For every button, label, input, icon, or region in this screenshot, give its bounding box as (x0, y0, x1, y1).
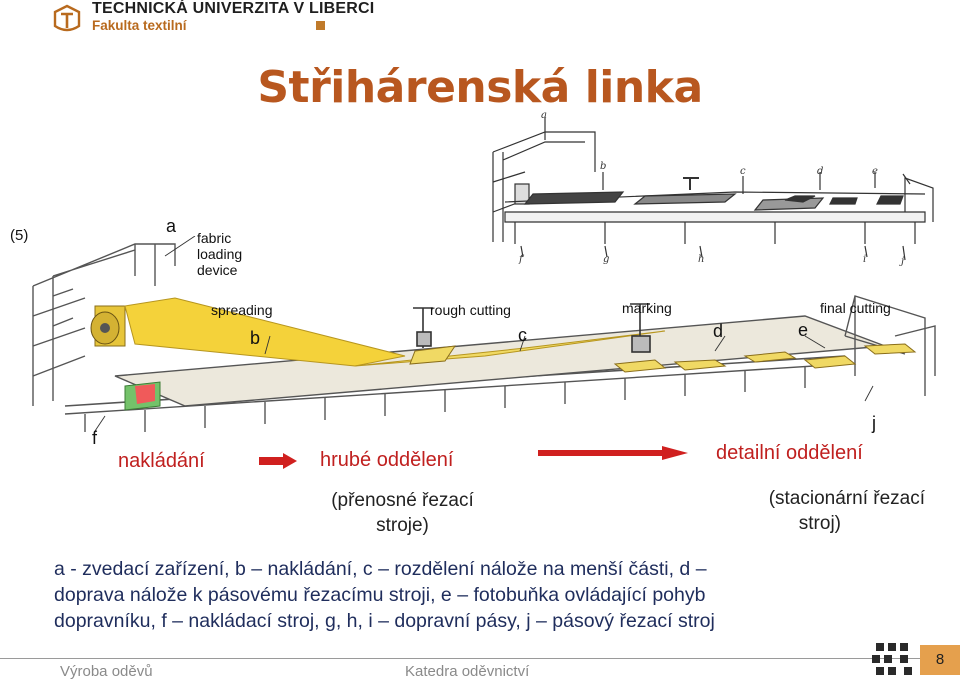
faculty-name: Fakulta textilní (92, 18, 187, 33)
label-f: f (92, 428, 98, 448)
page-number: 8 (920, 645, 960, 675)
small-label-i: i (863, 254, 866, 265)
small-label-b: b (600, 161, 606, 172)
fld-line-2: loading (197, 246, 243, 262)
spreading-label: spreading (211, 302, 273, 318)
small-line-diagram: a b c d e f g h i j (492, 112, 934, 267)
small-label-a: a (541, 112, 547, 121)
university-name: TECHNICKÁ UNIVERZITA V LIBERCI (92, 0, 375, 17)
small-label-e: e (872, 166, 878, 177)
header-square-icon (316, 21, 325, 30)
label-b: b (250, 328, 261, 348)
small-label-f: f (518, 254, 525, 265)
detail-note-line-1: (stacionární řezací (768, 488, 925, 509)
fld-line-1: fabric (197, 230, 232, 246)
small-label-h: h (698, 254, 704, 265)
stage-detail: detailní oddělení (716, 442, 863, 464)
label-j: j (872, 413, 876, 433)
footer-center: Katedra oděvnictví (405, 663, 530, 680)
rough-note-line-1: (přenosné řezací (331, 490, 474, 511)
cutting-line-illustration (32, 236, 936, 432)
stage-loading: nakládání (118, 450, 205, 472)
footer-grid-icon (872, 643, 912, 675)
footer-left: Výroba oděvů (60, 663, 153, 680)
marking-label: marking (622, 300, 672, 316)
arrow-right-icon (259, 453, 297, 469)
stage-rough: hrubé oddělení (320, 449, 454, 471)
figure-reference: (5) (10, 227, 29, 244)
small-label-g: g (603, 254, 609, 265)
fabric-loading-device-label: fabric loading device (197, 230, 242, 278)
university-logo-icon (53, 4, 81, 32)
legend-line-1: a - zvedací zařízení, b – nakládání, c –… (54, 558, 707, 580)
detail-note: (stacionární řezací stroj) (700, 486, 925, 536)
long-arrow-right-icon (538, 446, 688, 460)
rough-cutting-label: rough cutting (430, 302, 511, 318)
legend-line-2: doprava nálože k pásovému řezacímu stroj… (54, 584, 706, 606)
rough-note-line-2: stroje) (376, 515, 429, 536)
label-d: d (713, 321, 724, 341)
final-cutting-label: final cutting (820, 300, 891, 316)
rough-note: (přenosné řezací stroje) (300, 488, 505, 538)
legend-text: a - zvedací zařízení, b – nakládání, c –… (54, 556, 934, 634)
page-title: Střihárenská linka (257, 62, 703, 113)
label-c: c (518, 325, 527, 345)
fld-line-3: device (197, 262, 238, 278)
footer-divider (0, 658, 960, 659)
label-a: a (166, 216, 177, 236)
label-e: e (798, 320, 809, 340)
detail-note-line-2: stroj) (798, 513, 841, 534)
small-label-c: c (740, 166, 746, 177)
small-label-j: j (899, 256, 904, 267)
small-label-d: d (817, 166, 823, 177)
legend-line-3: dopravníku, f – nakládací stroj, g, h, i… (54, 610, 715, 632)
